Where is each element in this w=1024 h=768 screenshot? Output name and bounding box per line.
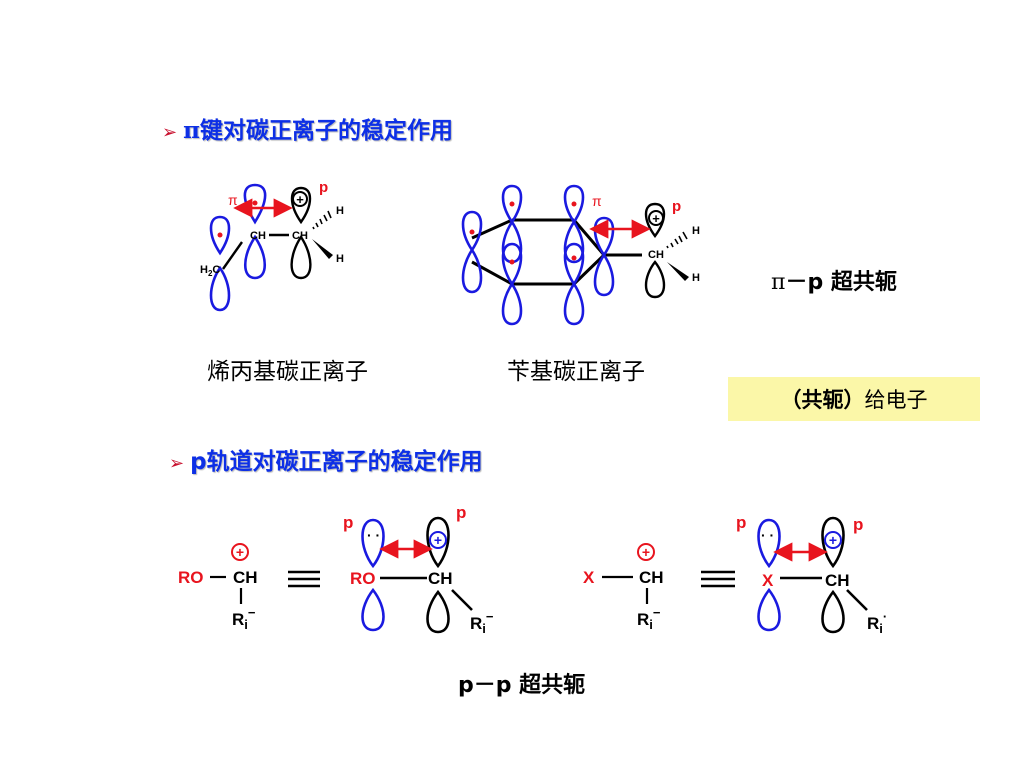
x-carbocation-diagram: + X CH Ri− + · · p p X CH Ri· [583, 513, 887, 636]
atom-h-top: H [336, 205, 344, 217]
pi-p-hyperconjugation-label: π－p 超共轭 [771, 264, 897, 296]
atom-ch: CH [648, 249, 664, 261]
heading-p-text: 轨道对碳正离子的稳定作用 [206, 449, 483, 475]
atom-ch-right: CH [292, 230, 308, 242]
section-heading-pi: ➢π键对碳正离子的稳定作用 [162, 111, 453, 145]
ri-group: Ri− [232, 605, 256, 632]
ri-group: Ri− [637, 605, 661, 632]
donor-box-part1: （共轭） [780, 388, 865, 412]
atom-ch-left: CH [250, 230, 266, 242]
pi-symbol: π [771, 270, 786, 295]
p-label: p [319, 179, 328, 196]
pi-p-text: －p 超共轭 [785, 270, 897, 295]
ch-group: CH [428, 569, 453, 588]
bullet-arrow-icon: ➢ [162, 122, 178, 143]
allyl-cation-diagram: + π p CH CH H H H2C [200, 179, 344, 312]
benzyl-caption: 苄基碳正离子 [507, 359, 645, 385]
p-label-right: p [853, 515, 863, 534]
x-group: X [762, 571, 774, 590]
heading-pi-symbol: π [183, 117, 200, 144]
plus-sign: + [652, 211, 660, 226]
ro-carbocation-diagram: + RO CH Ri− + · · p p RO CH Ri− [178, 503, 494, 636]
p-label: p [672, 198, 681, 215]
plus-sign: + [434, 532, 442, 548]
ch-group: CH [639, 568, 664, 587]
p-p-hyperconjugation-label: p－p 超共轭 [458, 673, 586, 698]
ch-group: CH [233, 568, 258, 587]
p-orbital [209, 215, 231, 256]
lone-pair: · · [761, 527, 774, 543]
section-heading-p: ➢p轨道对碳正离子的稳定作用 [169, 442, 483, 476]
plus-sign: + [642, 544, 650, 560]
benzyl-cation-diagram: + π p CH H H [461, 184, 700, 326]
allyl-caption: 烯丙基碳正离子 [207, 359, 368, 385]
p-label-right: p [456, 503, 466, 522]
ch-group: CH [825, 571, 850, 590]
electron-dot [252, 200, 258, 206]
plus-sign: + [296, 192, 304, 207]
electron-dot [217, 232, 223, 238]
pi-label: π [592, 193, 602, 209]
conjugation-donor-box: （共轭）给电子 [728, 377, 980, 421]
cation-p-orbital [290, 234, 312, 280]
cation-p-orbital [290, 186, 312, 225]
plus-sign: + [236, 544, 244, 560]
p-label-left: p [736, 513, 746, 532]
bullet-arrow-icon: ➢ [169, 453, 185, 474]
atom-h2c: H2C [200, 264, 220, 278]
atom-h-bottom: H [336, 253, 344, 265]
p-orbital [209, 265, 231, 312]
p-label-left: p [343, 513, 353, 532]
atom-h-top: H [692, 225, 700, 237]
donor-box-part2: 给电子 [864, 388, 928, 412]
ro-group: RO [178, 568, 204, 587]
ri-group: Ri− [470, 609, 494, 636]
ri-group: Ri· [867, 609, 887, 636]
p-orbital [243, 234, 267, 280]
plus-sign: + [829, 532, 837, 548]
ro-group: RO [350, 569, 376, 588]
atom-h-bottom: H [692, 272, 700, 284]
x-group: X [583, 568, 595, 587]
pi-label: π [228, 192, 238, 208]
heading-pi-text: 键对碳正离子的稳定作用 [199, 118, 453, 144]
heading-p-symbol: p [190, 449, 207, 475]
lone-pair: · · [367, 527, 380, 543]
